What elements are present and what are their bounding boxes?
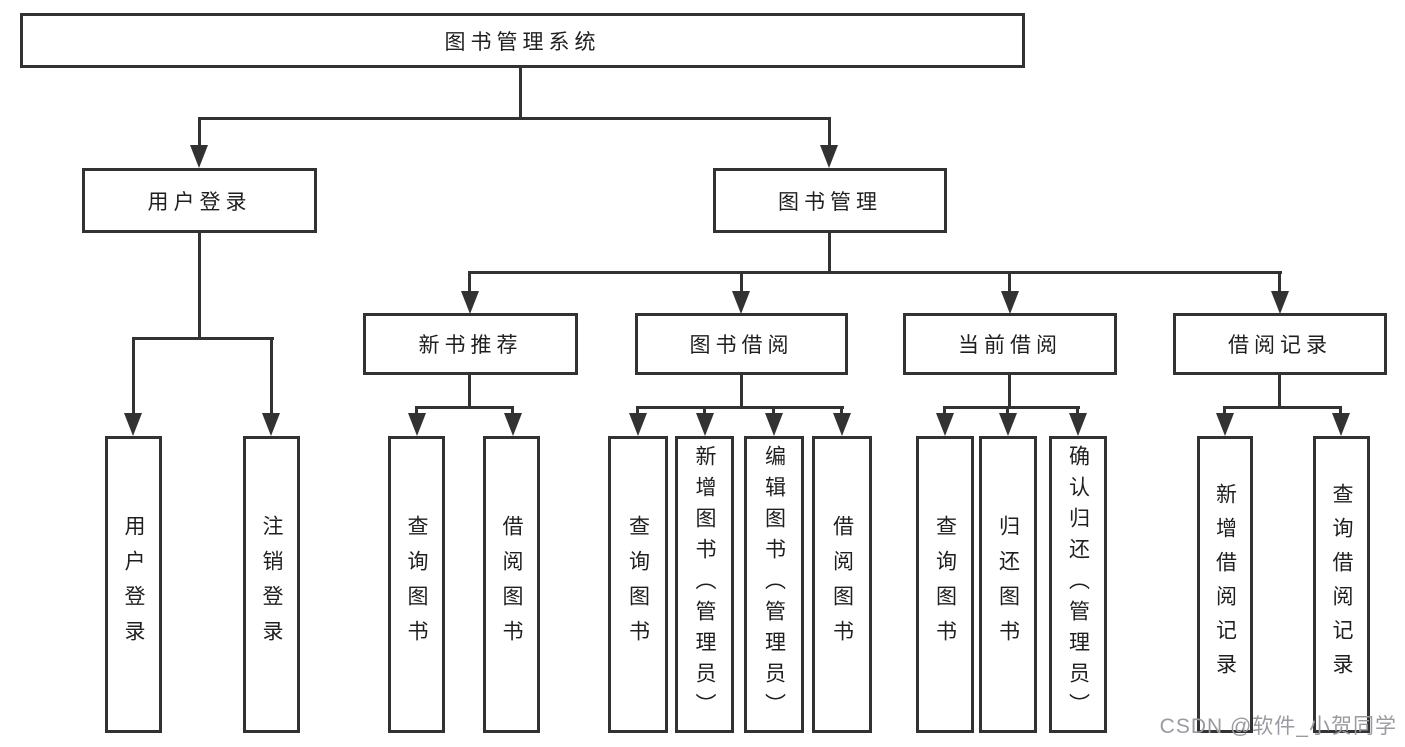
connector-line <box>132 337 274 340</box>
connector-line <box>828 117 831 147</box>
arrow-down-icon <box>629 413 647 436</box>
connector-line <box>1006 406 1009 416</box>
connector-line <box>270 337 273 416</box>
arrow-down-icon <box>461 291 479 314</box>
leaf-add-books-admin: 新增图书（管理员） <box>675 436 734 733</box>
connector-line <box>519 66 522 120</box>
leaf-label: 归还图书 <box>996 514 1020 655</box>
connector-line <box>1076 406 1079 416</box>
arrow-down-icon <box>765 413 783 436</box>
leaf-label: 查询图书 <box>405 514 428 655</box>
arrow-down-icon <box>124 413 142 436</box>
connector-line <box>468 271 471 293</box>
leaf-edit-books-admin: 编辑图书（管理员） <box>744 436 804 733</box>
connector-line <box>469 271 1282 274</box>
connector-line <box>943 406 946 416</box>
node-new-book-recommendation: 新书推荐 <box>363 313 578 375</box>
leaf-label: 新增图书（管理员） <box>693 445 716 724</box>
csdn-watermark: CSDN @软件_小贺同学 <box>1159 715 1397 738</box>
connector-line <box>740 271 743 293</box>
leaf-query-books-current: 查询图书 <box>916 436 974 733</box>
connector-line <box>944 406 1080 409</box>
leaf-label: 注销登录 <box>260 514 283 655</box>
leaf-label: 编辑图书（管理员） <box>762 445 786 724</box>
connector-line <box>840 406 843 416</box>
connector-line <box>1223 406 1226 416</box>
connector-line <box>740 374 743 409</box>
arrow-down-icon <box>190 145 208 168</box>
leaf-label: 查询图书 <box>626 514 650 655</box>
leaf-query-books-recommend: 查询图书 <box>388 436 445 733</box>
connector-line <box>1339 406 1342 416</box>
connector-line <box>468 374 471 409</box>
leaf-borrow-books-recommend: 借阅图书 <box>483 436 540 733</box>
connector-line <box>511 406 514 416</box>
leaf-borrow-books-borrowing: 借阅图书 <box>812 436 872 733</box>
arrow-down-icon <box>408 413 426 436</box>
node-current-borrowing: 当前借阅 <box>903 313 1117 375</box>
leaf-return-books: 归还图书 <box>979 436 1037 733</box>
node-book-management: 图书管理 <box>713 168 947 233</box>
connector-line <box>415 406 514 409</box>
connector-line <box>132 337 135 416</box>
connector-line <box>637 406 844 409</box>
arrow-down-icon <box>504 413 522 436</box>
node-borrowing-records: 借阅记录 <box>1173 313 1387 375</box>
leaf-label: 用户登录 <box>122 514 145 655</box>
leaf-user-login: 用户登录 <box>105 436 162 733</box>
arrow-down-icon <box>820 145 838 168</box>
leaf-query-books-borrowing: 查询图书 <box>608 436 668 733</box>
connector-line <box>1008 374 1011 409</box>
connector-line <box>1224 406 1342 409</box>
connector-line <box>1278 271 1281 293</box>
arrow-down-icon <box>1332 413 1350 436</box>
connector-line <box>636 406 639 416</box>
node-library-system-root: 图书管理系统 <box>20 13 1025 68</box>
connector-line <box>772 406 775 416</box>
arrow-down-icon <box>833 413 851 436</box>
connector-line <box>198 117 831 120</box>
arrow-down-icon <box>936 413 954 436</box>
leaf-add-borrow-record: 新增借阅记录 <box>1197 436 1253 733</box>
leaf-label: 查询图书 <box>933 514 957 655</box>
leaf-confirm-return-admin: 确认归还（管理员） <box>1049 436 1107 733</box>
leaf-label: 借阅图书 <box>830 514 854 655</box>
leaf-logout-login: 注销登录 <box>243 436 300 733</box>
node-book-borrowing: 图书借阅 <box>635 313 848 375</box>
arrow-down-icon <box>1216 413 1234 436</box>
leaf-label: 查询借阅记录 <box>1330 482 1353 687</box>
arrow-down-icon <box>1271 291 1289 314</box>
connector-line <box>415 406 418 416</box>
leaf-label: 确认归还（管理员） <box>1066 445 1090 724</box>
connector-line <box>1008 271 1011 293</box>
node-user-login: 用户登录 <box>82 168 317 233</box>
connector-line <box>703 406 706 416</box>
arrow-down-icon <box>999 413 1017 436</box>
leaf-label: 借阅图书 <box>500 514 523 655</box>
connector-line <box>828 232 831 273</box>
arrow-down-icon <box>1069 413 1087 436</box>
leaf-query-borrow-record: 查询借阅记录 <box>1313 436 1370 733</box>
leaf-label: 新增借阅记录 <box>1213 482 1237 687</box>
arrow-down-icon <box>1001 291 1019 314</box>
connector-line <box>1278 374 1281 409</box>
connector-line <box>198 117 201 147</box>
arrow-down-icon <box>696 413 714 436</box>
arrow-down-icon <box>732 291 750 314</box>
arrow-down-icon <box>262 413 280 436</box>
connector-line <box>198 232 201 339</box>
